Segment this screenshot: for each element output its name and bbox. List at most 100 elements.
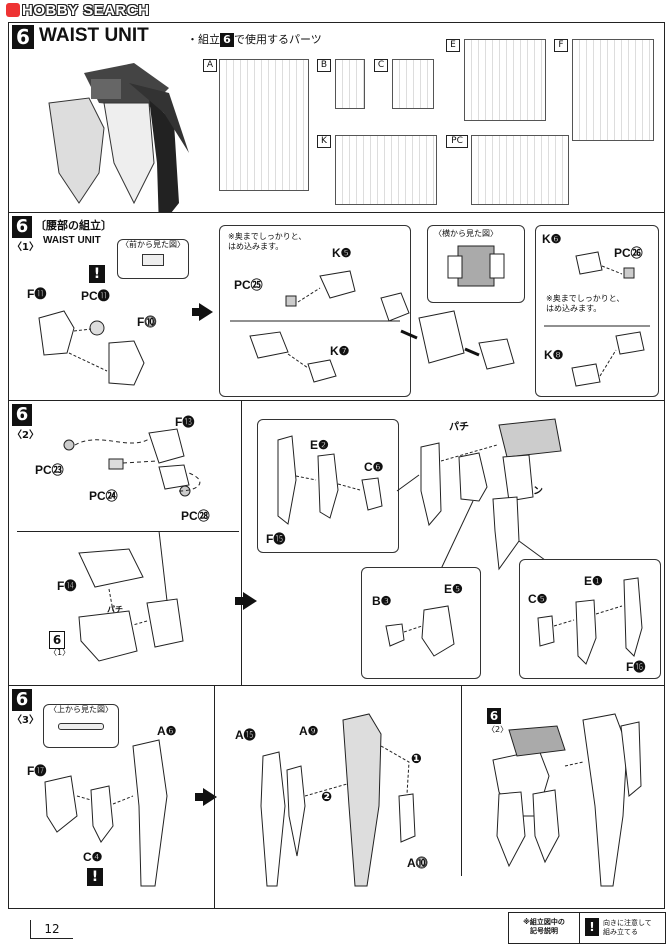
- sub-step-2-inset-right: C❺ E❶ F⓰: [519, 559, 661, 679]
- runner-label-k: K: [317, 135, 331, 148]
- flow-arrow-1: [199, 303, 213, 321]
- label-a6: A❻: [157, 724, 177, 738]
- flow-arrow-2-tail: [235, 597, 243, 605]
- runner-label-c: C: [374, 59, 388, 72]
- sub-step-3-vdivider-2: [461, 686, 462, 876]
- sub-step-2-vdivider: [241, 401, 242, 686]
- flow-arrow-3-tail: [195, 793, 203, 801]
- sub-step-3-center-diagram: [260, 713, 416, 887]
- label-f10: F⓾: [137, 315, 157, 329]
- sub-step-3-panel: 6 〈3〉 〈上から見た図〉 A❻ F⓱ C❹ ! A⓯ A❾ A⓾ ❶ ❷ 6…: [8, 685, 665, 909]
- sub-step-1-center-diagram: [380, 292, 515, 370]
- press-note-2: ※奥までしっかりと、 はめ込みます。: [546, 294, 625, 313]
- inset-b-parts: [544, 251, 650, 387]
- flow-arrow-3: [203, 788, 217, 806]
- press-note-1: ※奥までしっかりと、 はめ込みます。: [228, 232, 307, 251]
- label-pc24: PC㉔: [89, 489, 118, 503]
- sub-step-2-divider: [17, 531, 239, 532]
- sub-step-3-index: 〈3〉: [12, 715, 39, 726]
- label-f13: F⓭: [175, 415, 195, 429]
- sub-step-1-index: 〈1〉: [12, 242, 39, 253]
- label-pc11: PC⓫: [81, 289, 110, 303]
- sub-step-3-number: 6: [12, 689, 32, 711]
- sub-step-1-panel: 6 〈1〉 〔腰部の組立〕 WAIST UNIT 〈前から見た図〉 ! F⓫ P…: [8, 212, 665, 402]
- page-number: 12: [30, 920, 73, 939]
- label-a9: A❾: [299, 724, 319, 738]
- sub-step-1-inset-b: K❻ PC㉖ ※奥までしっかりと、 はめ込みます。 K❽: [535, 225, 659, 397]
- label-pc25: PC㉕: [234, 278, 263, 292]
- front-view-part: [142, 254, 164, 266]
- inset-a-parts: [230, 270, 400, 383]
- sfx-pachi-2: パチ: [449, 422, 469, 433]
- runner-label-f: F: [554, 39, 568, 52]
- sub-step-1-en-title: WAIST UNIT: [43, 235, 101, 246]
- sub-step-3-left-diagram: [44, 739, 168, 887]
- sub-step-1-jp-title: 〔腰部の組立〕: [35, 219, 112, 232]
- label-f14: F⓮: [57, 579, 77, 593]
- inset-right-parts: [537, 577, 643, 665]
- sub-step-2-top-left: [63, 428, 201, 497]
- ref-step-index: 〈1〉: [49, 648, 71, 657]
- sub-step-2-right-diagram: [396, 418, 562, 571]
- sub-step-3-right-diagram: [492, 713, 642, 887]
- legend-caution-icon: !: [585, 918, 599, 936]
- sfx-pachi-1: パチ: [107, 605, 123, 614]
- legend-text: 向きに注意して 組み立てる: [603, 919, 652, 936]
- sub-step-2-index: 〈2〉: [12, 430, 39, 441]
- label-k6: K❻: [542, 232, 562, 246]
- legend-note: ※組立図中の 記号説明: [523, 918, 565, 935]
- sub-step-2-number: 6: [12, 404, 32, 426]
- label-f17: F⓱: [27, 764, 47, 778]
- inset-mid-parts: [385, 605, 455, 657]
- waist-unit-render: [48, 63, 189, 213]
- label-e2: E❷: [310, 438, 329, 452]
- sub-step-2-inset-mid: B❸ E❺: [361, 567, 481, 679]
- logo-icon: [6, 3, 20, 17]
- runner-label-e: E: [446, 39, 460, 52]
- sub-step-3-vdivider-1: [214, 686, 215, 908]
- front-view-callout: 〈前から見た図〉: [117, 239, 189, 279]
- sub-step-1-number: 6: [12, 216, 32, 238]
- label-e5: E❺: [444, 582, 463, 596]
- sub-step-1-diagram-left: [38, 310, 145, 386]
- label-k8: K❽: [544, 348, 564, 362]
- legend-box: ※組立図中の 記号説明 ! 向きに注意して 組み立てる: [508, 912, 666, 944]
- step-marker-1: ❶: [411, 752, 423, 767]
- sub-step-1-inset-a: ※奥までしっかりと、 はめ込みます。 K❺ PC㉕ K❼: [219, 225, 411, 397]
- side-view-parts: [447, 245, 505, 287]
- runner-b: [335, 59, 365, 109]
- label-a15: A⓯: [235, 728, 256, 742]
- sub-step-2-inset-top: E❷ C❻ F⓯: [257, 419, 399, 553]
- top-view-part: [58, 723, 104, 730]
- label-f11: F⓫: [27, 287, 47, 301]
- runner-label-a: A: [203, 59, 217, 72]
- inset-top-parts: [277, 435, 383, 525]
- runner-k: [335, 135, 437, 205]
- caution-icon-2: !: [87, 868, 103, 886]
- label-pc23: PC㉓: [35, 463, 64, 477]
- runner-pc: [471, 135, 569, 205]
- label-b3: B❸: [372, 594, 392, 608]
- label-k7: K❼: [330, 344, 350, 358]
- top-view-callout: 〈上から見た図〉: [43, 704, 119, 748]
- runner-label-pc: PC: [446, 135, 468, 148]
- runner-f: [572, 39, 654, 141]
- step-number: 6: [12, 25, 34, 49]
- flow-arrow-1-tail: [192, 308, 200, 316]
- label-pc28: PC㉘: [181, 509, 210, 523]
- runner-e: [464, 39, 546, 121]
- runner-a: [219, 59, 309, 191]
- ref-step-number-2: 6: [487, 708, 501, 724]
- label-pc26: PC㉖: [614, 246, 643, 260]
- label-f15: F⓯: [266, 532, 286, 546]
- label-c4: C❹: [83, 850, 103, 864]
- ref-step-number: 6: [49, 631, 65, 649]
- watermark: HOBBY SEARCH: [6, 2, 149, 19]
- ref-step-index-2: 〈2〉: [487, 725, 509, 734]
- step-marker-2: ❷: [321, 790, 333, 805]
- sub-step-2-panel: 6 〈2〉 F⓭ PC㉓ PC㉔ PC㉘ F⓮ 6 〈1〉 パチ E❷ C❻ F…: [8, 400, 665, 687]
- label-c6: C❻: [364, 460, 384, 474]
- label-a10: A⓾: [407, 856, 428, 870]
